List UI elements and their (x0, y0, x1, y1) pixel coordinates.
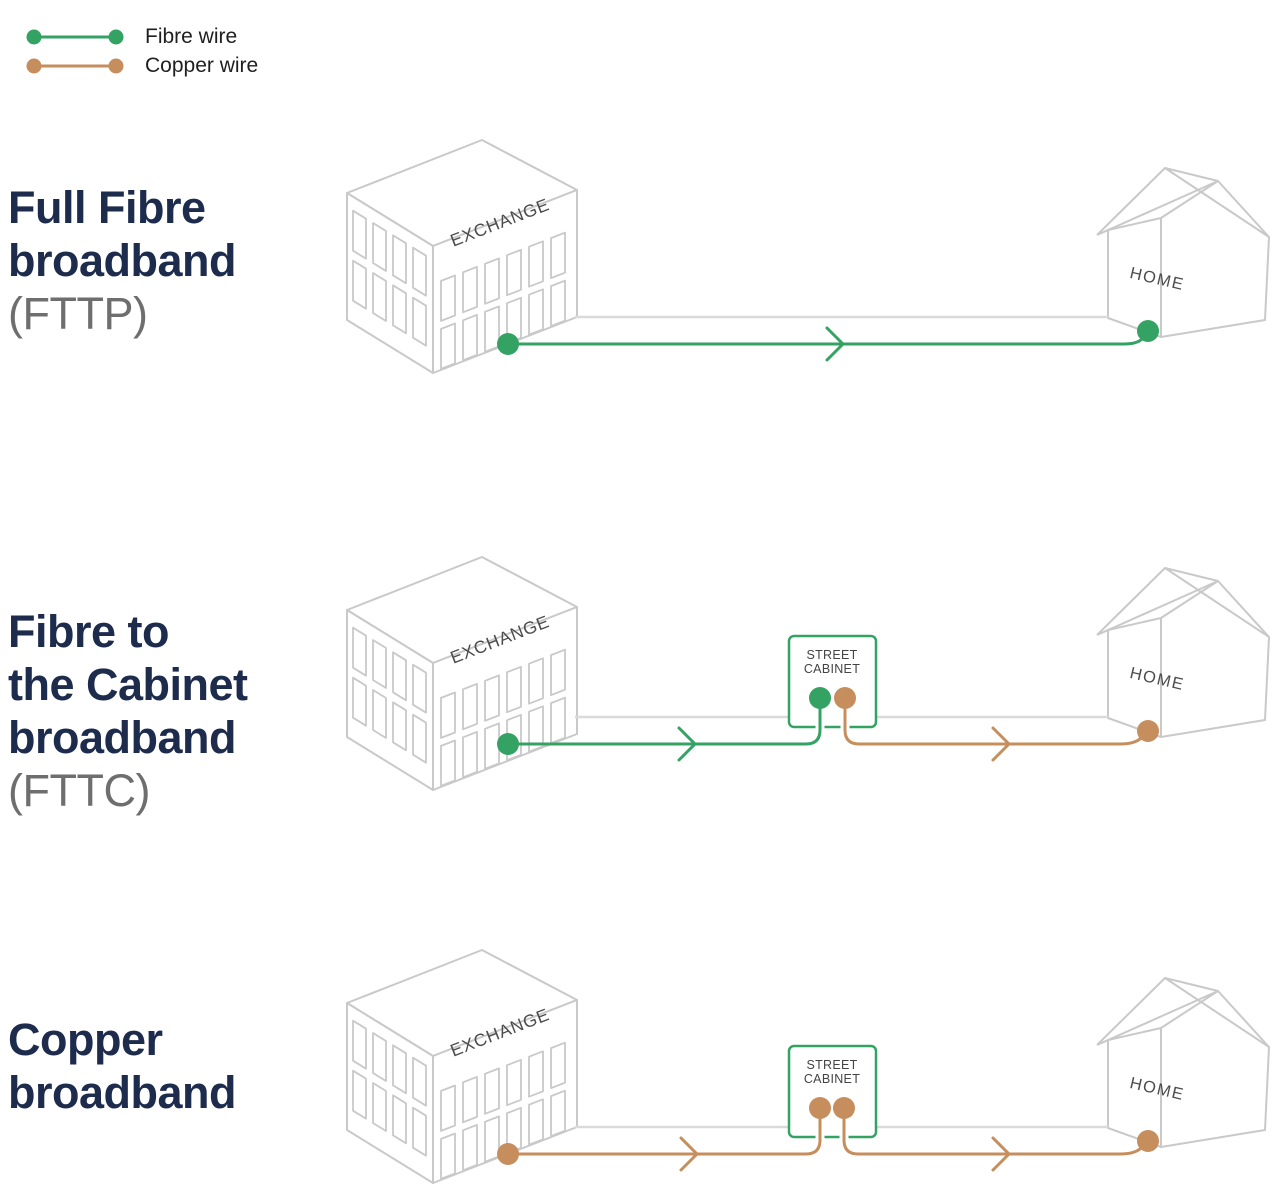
fttc-cabinet-label-line-1: STREET (806, 648, 857, 662)
fttp-fibre-wire (508, 332, 1149, 346)
copper-home-building (1096, 977, 1270, 1148)
copper-exchange-building (346, 949, 578, 1184)
copper-cabinet-label-line-2: CABINET (804, 1072, 860, 1086)
fttp-home-building (1096, 167, 1270, 338)
fttc-copper-arrow-icon (991, 726, 1011, 762)
fttp-fibre-dot-home (1137, 320, 1159, 342)
fttc-fibre-dot-exchange (497, 733, 519, 755)
fttc-exchange-building (346, 556, 578, 791)
fttp-diagram: EXCHANGE HOME (346, 139, 1270, 374)
copper-dot-cabinet-right (833, 1097, 855, 1119)
copper-wire-cabinet-home (842, 1115, 1148, 1156)
fttp-title: Full Fibre broadband (FTTP) (8, 181, 237, 340)
copper-title-line-2: broadband (8, 1067, 237, 1118)
legend-item-copper: Copper wire (25, 51, 258, 80)
fttc-cabinet-label-line-2: CABINET (804, 662, 860, 676)
copper-diagram: EXCHANGE HOME STREET CABINET (346, 949, 1270, 1184)
fttc-copper-dot-cabinet (834, 687, 856, 709)
copper-wire-exchange-cabinet (508, 1115, 822, 1156)
fttc-diagram: EXCHANGE HOME STREET CABINET (346, 556, 1270, 791)
fttp-fibre-dot-exchange (497, 333, 519, 355)
fttc-subtitle: (FTTC) (8, 765, 150, 816)
copper-dot-home (1137, 1130, 1159, 1152)
legend-label-fibre: Fibre wire (145, 25, 238, 48)
copper-title: Copper broadband (8, 1013, 237, 1119)
fttp-home-label: HOME (1128, 264, 1186, 294)
fttp-subtitle: (FTTP) (8, 288, 148, 339)
fttc-title-line-2: the Cabinet (8, 659, 248, 710)
legend-item-fibre: Fibre wire (25, 22, 258, 51)
fttc-fibre-arrow-icon (677, 726, 697, 762)
copper-dot-exchange (497, 1143, 519, 1165)
legend-label-copper: Copper wire (145, 54, 259, 77)
fttc-copper-wire (843, 705, 1148, 746)
fttp-title-line-2: broadband (8, 235, 237, 286)
fttc-home-building (1096, 567, 1270, 738)
copper-arrow-left-icon (679, 1136, 699, 1172)
fttp-title-line-1: Full Fibre (8, 182, 206, 233)
copper-wire-swatch-icon (26, 58, 124, 73)
fttc-fibre-dot-cabinet (809, 687, 831, 709)
copper-cabinet-label-line-1: STREET (806, 1058, 857, 1072)
copper-dot-cabinet-left (809, 1097, 831, 1119)
fttp-exchange-building (346, 139, 578, 374)
fttc-title-line-1: Fibre to (8, 606, 169, 657)
fttc-title-line-3: broadband (8, 712, 236, 763)
fttc-title: Fibre to the Cabinet broadband (FTTC) (8, 605, 248, 817)
fibre-wire-swatch-icon (26, 29, 124, 44)
fttc-copper-dot-home (1137, 720, 1159, 742)
fttp-fibre-arrow-icon (825, 326, 845, 362)
legend: Fibre wire Copper wire (25, 22, 258, 80)
copper-home-label: HOME (1128, 1074, 1186, 1104)
copper-arrow-right-icon (991, 1136, 1011, 1172)
fttc-home-label: HOME (1128, 664, 1186, 694)
fttc-fibre-wire (508, 705, 822, 746)
copper-title-line-1: Copper (8, 1014, 163, 1065)
